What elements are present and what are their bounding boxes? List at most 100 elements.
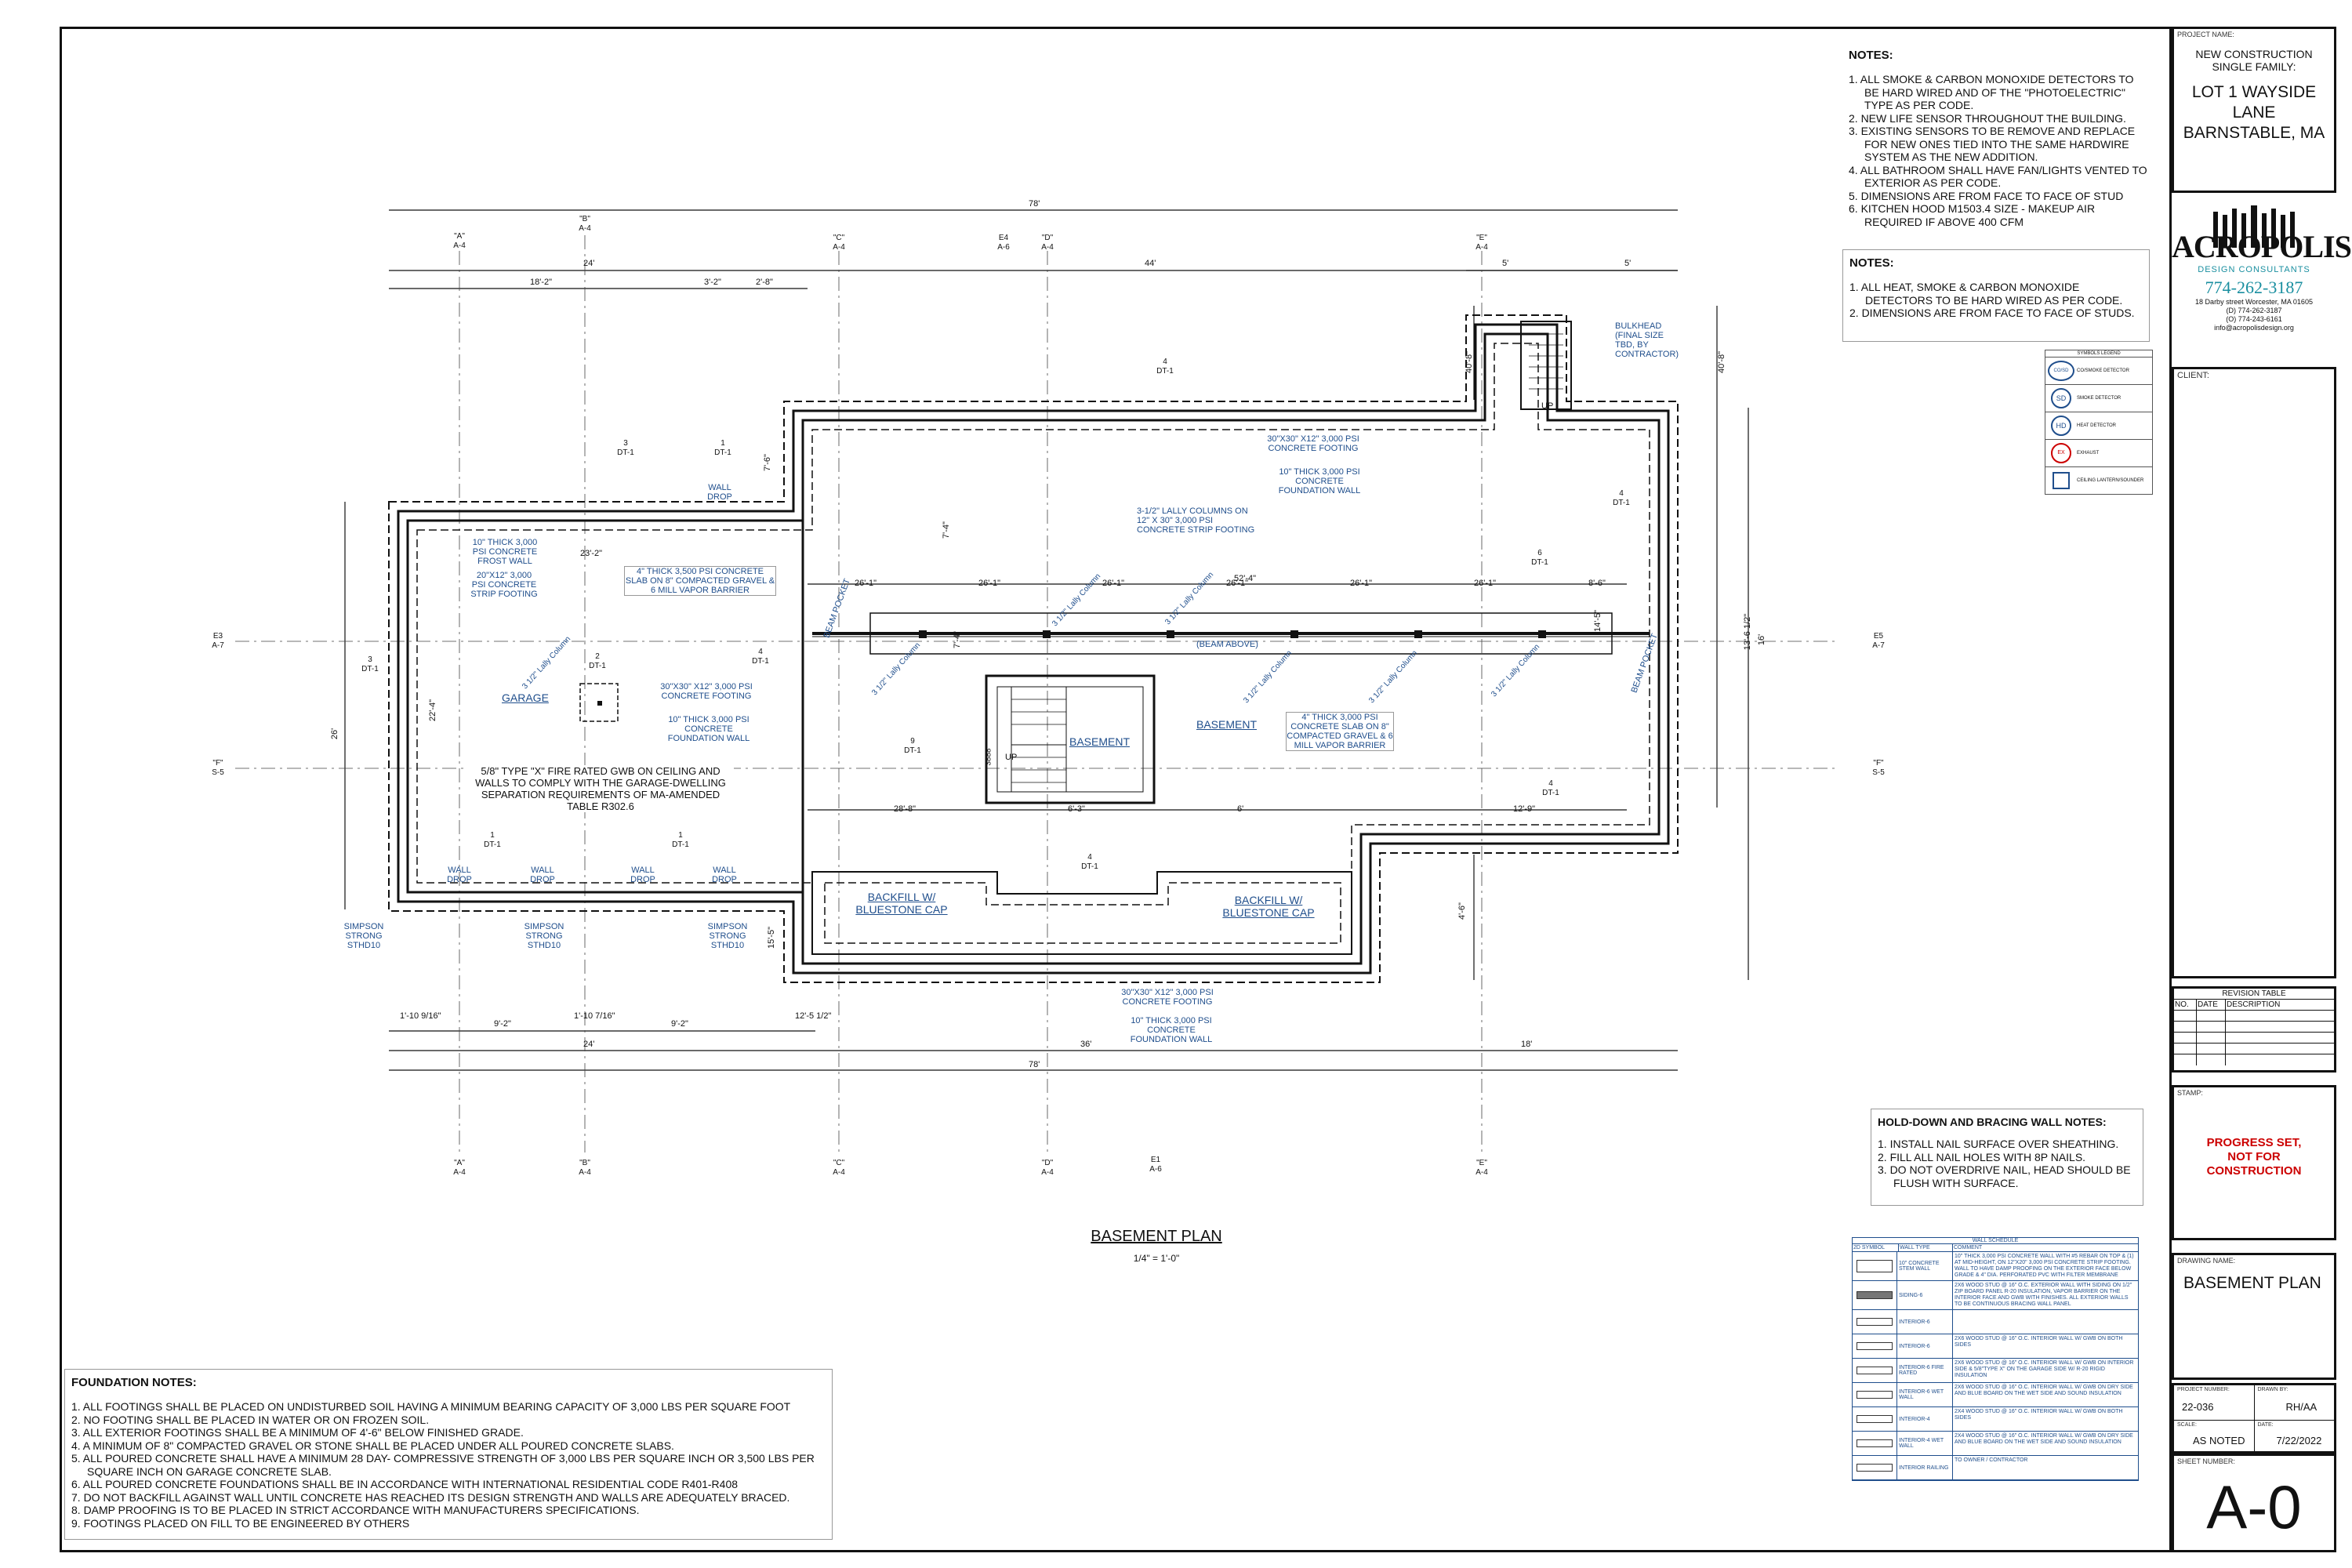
company-sub: DESIGN CONSULTANTS <box>2198 265 2310 274</box>
dim-overall-top: 78' <box>1029 199 1040 209</box>
dim-right-5: 40'-8" <box>1717 350 1727 374</box>
callout-lally-columns: 3-1/2" LALLY COLUMNS ON 12" X 30" 3,000 … <box>1137 506 1255 535</box>
lally-label-7: 3 1/2" Lally Column <box>1490 642 1542 699</box>
dim-top-2: 44' <box>1145 259 1156 268</box>
dim-span-7: 8'-6" <box>1588 579 1606 588</box>
holddown-heading: HOLD-DOWN AND BRACING WALL NOTES: <box>1878 1116 2107 1128</box>
callout-wall-bottom: 10" THICK 3,000 PSI CONCRETE FOUNDATION … <box>1130 1016 1213 1044</box>
dim-bot-7: 36' <box>1080 1040 1092 1049</box>
ceiling-lantern-icon <box>2053 472 2070 489</box>
section-tag-e-top[interactable]: "E"A-4 <box>1475 234 1488 252</box>
dim-left-2: 22'-4" <box>428 699 438 722</box>
wall-type-name: INTERIOR-4 WET WALL <box>1897 1432 1953 1455</box>
callout-simpson-3: SIMPSON STRONG STHD10 <box>707 922 748 950</box>
project-info-box: PROJECT NUMBER:22-036 DRAWN BY:RH/AA SCA… <box>2172 1383 2336 1455</box>
section-tag-e-bot[interactable]: "E"A-4 <box>1475 1159 1488 1177</box>
dim-right-3: 4'-6" <box>1457 902 1467 920</box>
dimension-lines <box>344 209 1749 1071</box>
wall-type-comment: 2X6 WOOD STUD @ 16" O.C. INTERIOR WALL W… <box>1955 1385 2133 1396</box>
sheet-number: A-0 <box>2206 1472 2302 1541</box>
callout-frost-wall: 10" THICK 3,000 PSI CONCRETE FROST WALL <box>472 538 538 566</box>
wall-type-comment: 2X6 WOOD STUD @ 16" O.C. INTERIOR WALL W… <box>1955 1336 2123 1348</box>
callout-simpson-1: SIMPSON STRONG STHD10 <box>343 922 384 950</box>
lally-label-2: 3 1/2" Lally Column <box>870 641 923 698</box>
dim-bot-8: 18' <box>1521 1040 1533 1049</box>
dim-right-2: 16' <box>1757 633 1767 646</box>
section-tag-f-right[interactable]: "F"S-5 <box>1872 759 1885 777</box>
dim-bot-2: 9'-2" <box>494 1019 511 1029</box>
title-block: PROJECT NAME: NEW CONSTRUCTION SINGLE FA… <box>2172 27 2352 1552</box>
wall-type-name: INTERIOR-6 <box>1897 1334 1953 1358</box>
section-tag-c-bot[interactable]: "C"A-4 <box>833 1159 845 1177</box>
legend-desc: EXHAUST <box>2077 451 2100 456</box>
room-basement: BASEMENT <box>1196 718 1258 731</box>
dim-bsmt-1: 28'-8" <box>894 804 916 814</box>
project-label: PROJECT NAME: <box>2177 31 2234 38</box>
wall-type-name: INTERIOR-4 <box>1897 1407 1953 1431</box>
project-number-label: PROJECT NUMBER: <box>2177 1387 2230 1392</box>
drawing-name: BASEMENT PLAN <box>2183 1274 2321 1292</box>
wall-type-symbol <box>1853 1383 1897 1406</box>
foundation-item: 5. ALL POURED CONCRETE SHALL HAVE A MINI… <box>71 1452 815 1478</box>
dim-top-5: 18'-2" <box>530 278 553 287</box>
section-tag-f-left[interactable]: "F"S-5 <box>212 759 224 777</box>
section-tag-c-top[interactable]: "C"A-4 <box>833 234 845 252</box>
company-phone-d: (D) 774-262-3187 <box>2226 307 2282 314</box>
wall-type-comment: 2X4 WOOD STUD @ 16" O.C. INTERIOR WALL W… <box>1955 1433 2133 1445</box>
legend-desc: SMOKE DETECTOR <box>2077 396 2122 401</box>
holddown-item: 3. DO NOT OVERDRIVE NAIL, HEAD SHOULD BE… <box>1878 1163 2131 1189</box>
notes-top-item: 3. EXISTING SENSORS TO BE REMOVE AND REP… <box>1849 125 2136 163</box>
scale-label: SCALE: <box>2177 1422 2197 1428</box>
notes-top-item: 1. ALL SMOKE & CARBON MONOXIDE DETECTORS… <box>1849 73 2134 111</box>
dim-bsmt-4: 12'-9" <box>1513 804 1536 814</box>
callout-bulkhead: BULKHEAD (FINAL SIZE TBD, BY CONTRACTOR) <box>1615 321 1679 359</box>
callout-garage-footing: 30"X30" X12" 3,000 PSI CONCRETE FOOTING <box>660 682 753 701</box>
wall-type-name: INTERIOR-6 <box>1897 1310 1953 1334</box>
section-tag-a-bot[interactable]: "A"A-4 <box>453 1159 466 1177</box>
beam-strip-footing <box>812 612 1650 655</box>
rev-col-no: NO. <box>2174 999 2197 1011</box>
smoke-detector-icon: SD <box>2051 388 2071 408</box>
foundation-item: 6. ALL POURED CONCRETE FOUNDATIONS SHALL… <box>71 1478 739 1490</box>
legend-desc: CO/SMOKE DETECTOR <box>2077 368 2129 373</box>
section-tag-a-top[interactable]: "A"A-4 <box>453 232 466 250</box>
section-tag-d-top[interactable]: "D"A-4 <box>1041 234 1054 252</box>
drawn-by: RH/AA <box>2285 1401 2318 1413</box>
dim-mid-3: 15'-5" <box>767 926 777 949</box>
foundation-item: 1. ALL FOOTINGS SHALL BE PLACED ON UNDIS… <box>71 1400 791 1413</box>
sheet-label: SHEET NUMBER: <box>2177 1457 2235 1465</box>
section-tag-b-top[interactable]: "B"A-4 <box>579 215 591 233</box>
dim-bsmt-2: 6'-3" <box>1068 804 1085 814</box>
wall-type-comment <box>1953 1310 2138 1334</box>
dim-top-6: 3'-2" <box>704 278 721 287</box>
section-tag-d-bot[interactable]: "D"A-4 <box>1041 1159 1054 1177</box>
bulkhead-up-label: UP <box>1541 401 1554 411</box>
legend-row: EX EXHAUST <box>2045 440 2152 467</box>
drawing-name-label: DRAWING NAME: <box>2177 1257 2236 1265</box>
notes-mid-item: 1. ALL HEAT, SMOKE & CARBON MONOXIDE DET… <box>1849 281 2123 307</box>
callout-wall-drop-4: WALL DROP <box>630 866 655 884</box>
table-row: INTERIOR-6 <box>1853 1310 2138 1334</box>
section-tag-b-bot[interactable]: "B"A-4 <box>579 1159 591 1177</box>
garage-footing-pad <box>579 683 619 722</box>
